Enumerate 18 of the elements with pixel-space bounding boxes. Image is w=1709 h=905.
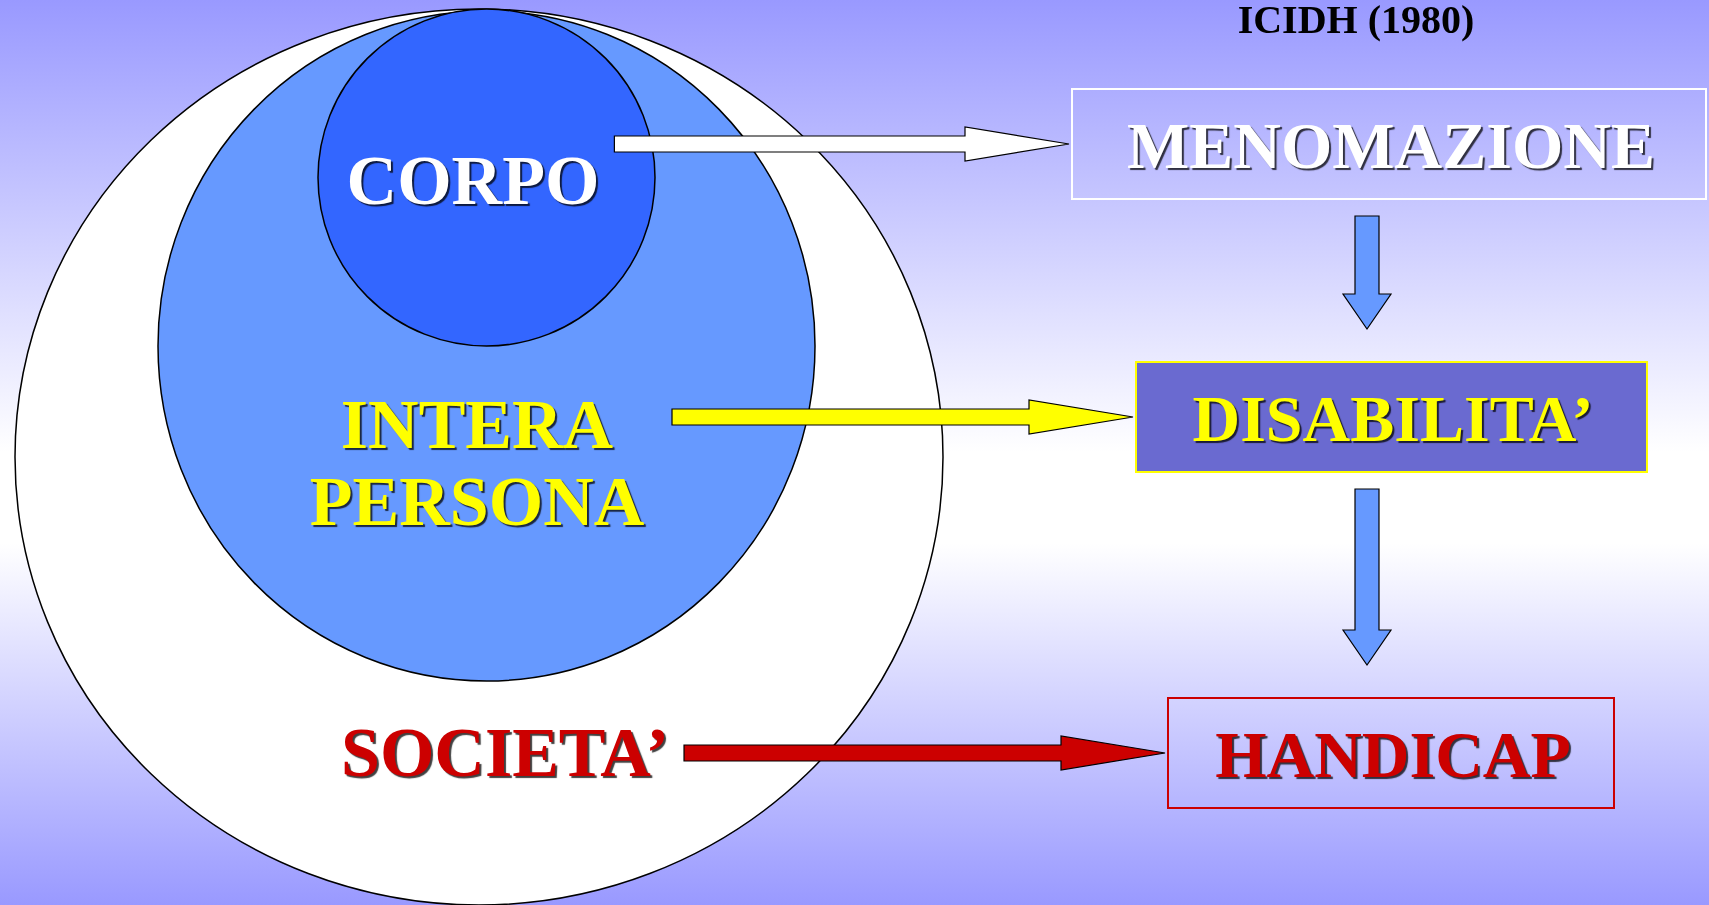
block-arrow bbox=[613, 126, 1070, 162]
handicap-box bbox=[1167, 697, 1615, 809]
node-label: MENOMAZIONE bbox=[1127, 109, 1655, 183]
block-arrow bbox=[1341, 215, 1393, 331]
node-label: SOCIETA’ bbox=[341, 713, 669, 791]
block-arrow bbox=[1341, 488, 1393, 667]
body-circle bbox=[318, 9, 655, 346]
impairment-box bbox=[1071, 88, 1707, 200]
block-arrow bbox=[671, 399, 1134, 435]
node-label: DISABILITA’ bbox=[1192, 382, 1594, 456]
society-ellipse bbox=[15, 9, 943, 905]
node-label: HANDICAP bbox=[1215, 718, 1571, 792]
node-label: CORPO bbox=[346, 141, 600, 219]
block-arrow bbox=[683, 735, 1166, 771]
disability-box bbox=[1135, 361, 1648, 473]
person-circle bbox=[158, 11, 815, 681]
node-label: INTERA PERSONA bbox=[308, 386, 646, 540]
title: ICIDH (1980) bbox=[1237, 0, 1475, 43]
